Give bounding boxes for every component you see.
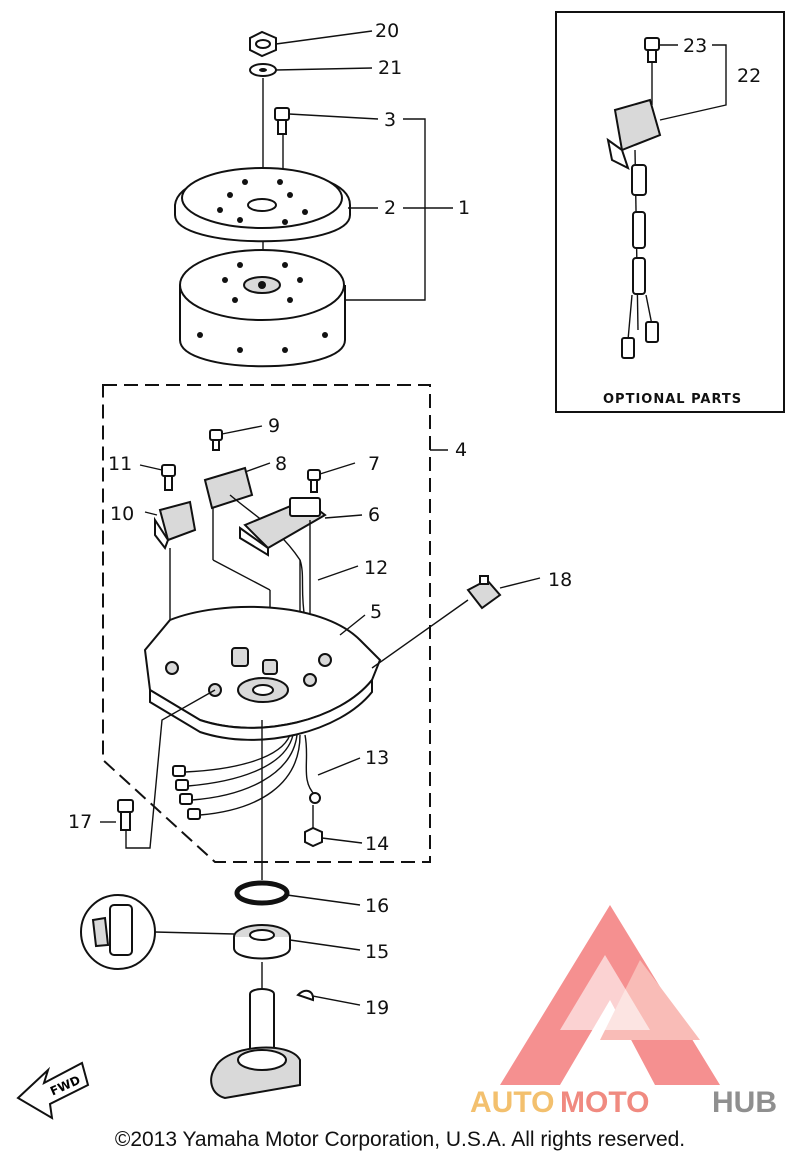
flywheel-cover-2 [174, 167, 351, 243]
bolt-3 [274, 107, 290, 135]
callout-23: 23 [683, 35, 707, 57]
svg-text:HUB: HUB [712, 1086, 777, 1119]
callout-4: 4 [455, 439, 467, 461]
nut-20 [249, 30, 277, 58]
flywheel-rotor-1 [179, 249, 346, 368]
watermark-text: AUTO MOTO HUB [470, 1086, 777, 1119]
callout-17: 17 [68, 811, 92, 833]
callout-22: 22 [737, 65, 761, 87]
crankshaft [210, 988, 301, 1100]
watermark-logo [500, 905, 720, 1085]
woodruff-key-19 [296, 989, 315, 1002]
callout-10: 10 [110, 503, 134, 525]
optional-parts-label: OPTIONAL PARTS [603, 392, 742, 407]
callout-8: 8 [275, 453, 287, 475]
screw-9 [209, 429, 223, 451]
callout-16: 16 [365, 895, 389, 917]
svg-text:MOTO: MOTO [560, 1086, 649, 1119]
screw-17 [117, 799, 134, 831]
callout-20: 20 [375, 20, 399, 42]
assembly-4-outline [102, 384, 431, 863]
o-ring-16 [234, 880, 290, 906]
charge-coil-8 [203, 466, 306, 621]
callout-3: 3 [384, 109, 396, 131]
optional-parts-box [555, 11, 785, 413]
callout-7: 7 [368, 453, 380, 475]
optional-cdi-unit-22 [606, 37, 662, 359]
callout-13: 13 [365, 747, 389, 769]
callout-19: 19 [365, 997, 389, 1019]
callout-1: 1 [458, 197, 470, 219]
nut-14 [304, 826, 323, 848]
oil-seal-15 [233, 924, 291, 960]
svg-text:AUTO: AUTO [470, 1086, 554, 1119]
pulser-coil-10 [154, 500, 197, 551]
callout-6: 6 [368, 504, 380, 526]
callout-9: 9 [268, 415, 280, 437]
callout-14: 14 [365, 833, 389, 855]
screw-7 [307, 469, 321, 493]
callout-5: 5 [370, 601, 382, 623]
screw-11 [161, 464, 176, 491]
part-18 [466, 575, 502, 610]
callout-11: 11 [108, 453, 132, 475]
callout-18: 18 [548, 569, 572, 591]
source-coil-6 [239, 497, 327, 557]
lead-wires [172, 734, 321, 820]
fwd-arrow-icon: FWD [16, 1061, 90, 1120]
washer-21 [249, 63, 277, 77]
stator-base-plate-5 [143, 605, 382, 741]
seal-detail-inset [80, 894, 235, 970]
callout-2: 2 [384, 197, 396, 219]
copyright-notice: ©2013 Yamaha Motor Corporation, U.S.A. A… [114, 1128, 686, 1151]
callout-12: 12 [364, 557, 388, 579]
callout-21: 21 [378, 57, 402, 79]
callout-15: 15 [365, 941, 389, 963]
